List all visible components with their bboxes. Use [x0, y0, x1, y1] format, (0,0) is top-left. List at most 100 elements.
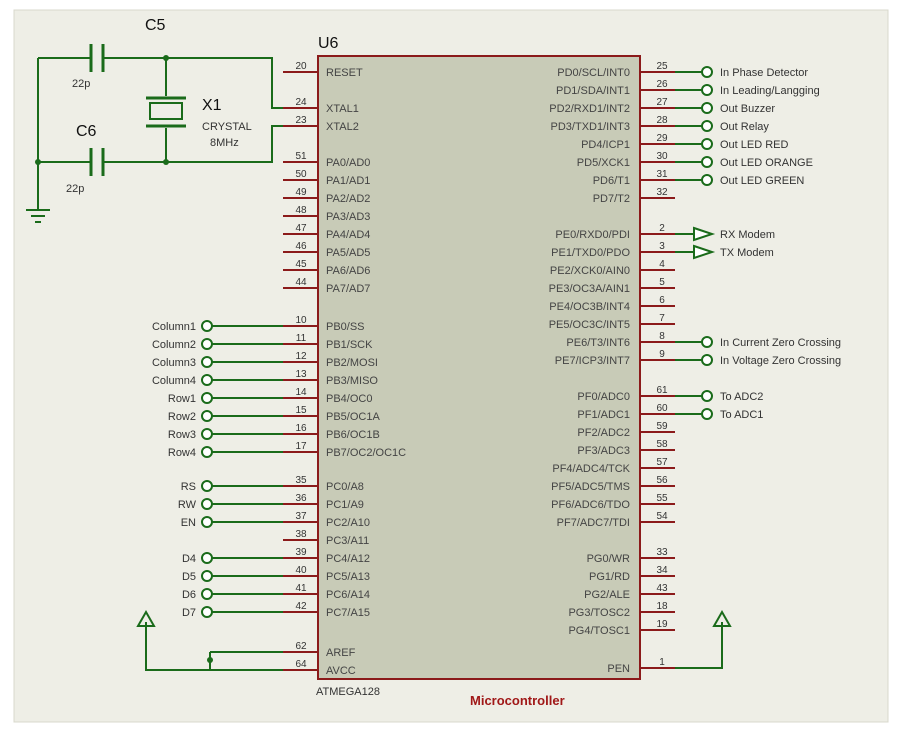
pin-number: 60	[656, 403, 668, 414]
pin-number: 32	[656, 187, 668, 198]
terminal-label: EN	[181, 517, 196, 529]
terminal-label: Out LED GREEN	[720, 175, 804, 187]
pin-number: 24	[295, 97, 307, 108]
pin-number: 64	[295, 659, 307, 670]
pin-name: PF2/ADC2	[577, 427, 630, 439]
pin-name: PC0/A8	[326, 481, 364, 493]
pin-number: 59	[656, 421, 668, 432]
terminal-label: Out LED ORANGE	[720, 157, 813, 169]
pin-number: 13	[295, 369, 307, 380]
pin-number: 58	[656, 439, 668, 450]
pin-number: 7	[659, 313, 665, 324]
pin-number: 34	[656, 565, 668, 576]
pin-number: 2	[659, 223, 665, 234]
terminal-label: Column3	[152, 357, 196, 369]
pin-number: 4	[659, 259, 665, 270]
terminal-label: To ADC2	[720, 391, 763, 403]
pin-name: PB7/OC2/OC1C	[326, 447, 406, 459]
pin-number: 26	[656, 79, 668, 90]
pin-number: 29	[656, 133, 668, 144]
pin-name: XTAL1	[326, 103, 359, 115]
pin-name: PG2/ALE	[584, 589, 630, 601]
pin-name: AVCC	[326, 665, 356, 677]
pin-number: 54	[656, 511, 668, 522]
terminal-circle	[701, 66, 713, 78]
pin-number: 45	[295, 259, 307, 270]
terminal-circle	[701, 120, 713, 132]
junction-dot	[35, 159, 41, 165]
terminal-label: RW	[178, 499, 197, 511]
pin-number: 44	[295, 277, 307, 288]
pin-name: PC7/A15	[326, 607, 370, 619]
terminal-label: In Leading/Langging	[720, 85, 820, 97]
chip-part-number: ATMEGA128	[316, 686, 380, 698]
pin-number: 42	[295, 601, 307, 612]
pin-name: PD4/ICP1	[581, 139, 630, 151]
terminal-circle	[201, 516, 213, 528]
pin-number: 19	[656, 619, 668, 630]
c5-value: 22p	[72, 78, 90, 90]
pin-name: PF0/ADC0	[577, 391, 630, 403]
pin-name: PA7/AD7	[326, 283, 370, 295]
terminal-circle	[701, 138, 713, 150]
pin-number: 33	[656, 547, 668, 558]
c5-refdes: C5	[145, 17, 166, 34]
diagram-caption: Microcontroller	[470, 693, 565, 708]
terminal-label: Row1	[168, 393, 196, 405]
pin-number: 17	[295, 441, 307, 452]
pin-name: PE3/OC3A/AIN1	[549, 283, 630, 295]
pin-name: PC4/A12	[326, 553, 370, 565]
terminal-label: D6	[182, 589, 196, 601]
pin-name: PG1/RD	[589, 571, 630, 583]
analog-power-network	[136, 609, 732, 671]
terminal-circle	[201, 570, 213, 582]
chip-refdes: U6	[318, 35, 339, 52]
pin-name: PE0/RXD0/PDI	[555, 229, 630, 241]
junction-dot	[207, 657, 213, 663]
pin-number: 49	[295, 187, 307, 198]
terminal-circle	[201, 374, 213, 386]
pin-name: PA0/AD0	[326, 157, 370, 169]
junction-dot	[163, 55, 169, 61]
pin-name: PD0/SCL/INT0	[557, 67, 630, 79]
terminal-label: Column4	[152, 375, 196, 387]
pin-number: 57	[656, 457, 668, 468]
terminal-label: RS	[181, 481, 196, 493]
pin-name: PD5/XCK1	[577, 157, 630, 169]
pin-name: RESET	[326, 67, 363, 79]
pin-name: PD3/TXD1/INT3	[551, 121, 630, 133]
junction-dot	[163, 159, 169, 165]
pin-name: PB1/SCK	[326, 339, 373, 351]
terminal-label: In Current Zero Crossing	[720, 337, 841, 349]
pin-number: 38	[295, 529, 307, 540]
terminal-arrow	[693, 226, 716, 242]
pin-number: 48	[295, 205, 307, 216]
pin-number: 28	[656, 115, 668, 126]
pin-name: PC3/A11	[326, 535, 369, 547]
pin-name: PB5/OC1A	[326, 411, 380, 423]
pin-number: 12	[295, 351, 307, 362]
pin-number: 46	[295, 241, 307, 252]
terminal-circle	[701, 408, 713, 420]
terminal-label: D5	[182, 571, 196, 583]
terminal-circle	[201, 552, 213, 564]
pin-name: PC5/A13	[326, 571, 370, 583]
terminal-circle	[201, 606, 213, 618]
terminal-circle	[201, 428, 213, 440]
pin-number: 62	[295, 641, 307, 652]
x1-refdes: X1	[202, 97, 222, 114]
pin-number: 23	[295, 115, 307, 126]
pin-name: PE4/OC3B/INT4	[549, 301, 630, 313]
pin-name: PE1/TXD0/PDO	[551, 247, 630, 259]
pin-number: 8	[659, 331, 665, 342]
power-arrow-icon	[712, 609, 732, 627]
pin-name: AREF	[326, 647, 356, 659]
pin-name: PD2/RXD1/INT2	[549, 103, 630, 115]
terminal-circle	[701, 174, 713, 186]
pin-number: 11	[296, 333, 307, 344]
pin-number: 51	[295, 151, 307, 162]
pin-number: 27	[656, 97, 668, 108]
terminal-label: In Voltage Zero Crossing	[720, 355, 841, 367]
